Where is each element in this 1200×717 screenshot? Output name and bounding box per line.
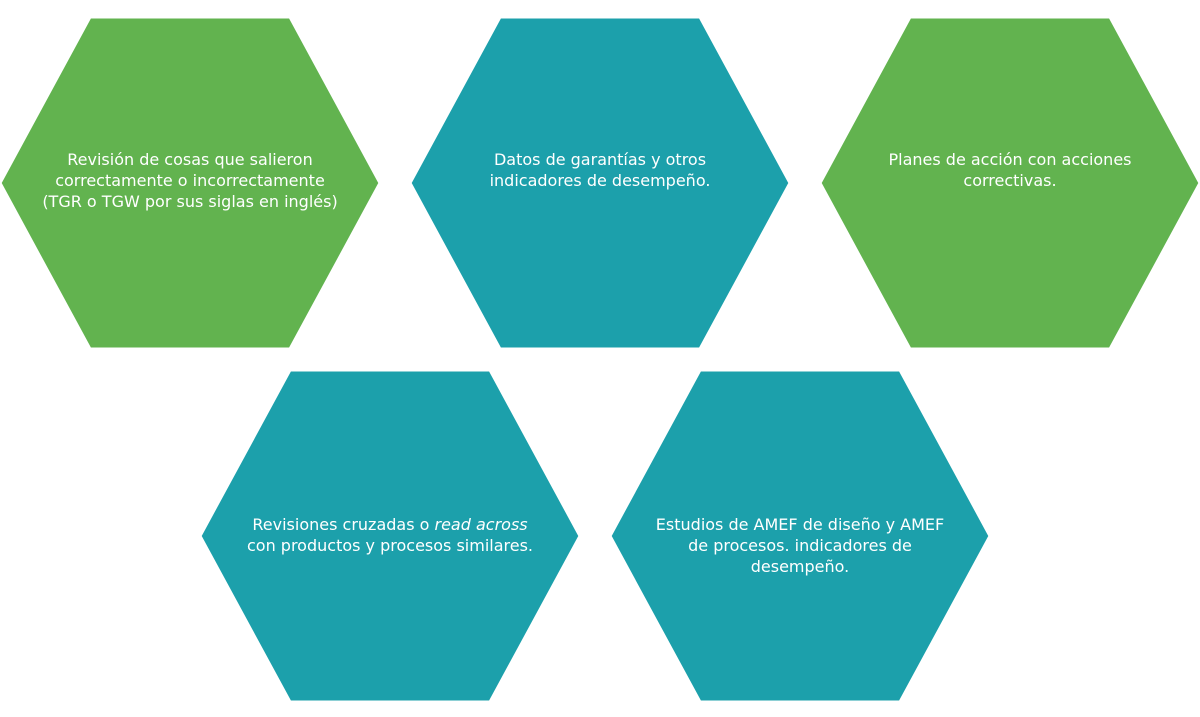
read-across-emphasis: read across bbox=[434, 515, 528, 534]
hex-read-across bbox=[198, 368, 582, 704]
hex-read-across-label: Revisiones cruzadas o read across con pr… bbox=[246, 515, 534, 555]
hex-action-plans bbox=[818, 15, 1200, 351]
hex-tgr-tgw bbox=[0, 15, 382, 351]
hex-amef-studies bbox=[608, 368, 992, 704]
hex-warranty-data-label: Datos de garantías y otros indicadores d… bbox=[489, 150, 711, 190]
hex-warranty-data bbox=[408, 15, 792, 351]
hex-action-plans-label: Planes de acción con acciones correctiva… bbox=[888, 150, 1132, 190]
hex-tgr-tgw-label: Revisión de cosas que salieron correctam… bbox=[42, 150, 338, 211]
hex-amef-studies-label: Estudios de AMEF de diseño y AMEF de pro… bbox=[655, 515, 945, 576]
